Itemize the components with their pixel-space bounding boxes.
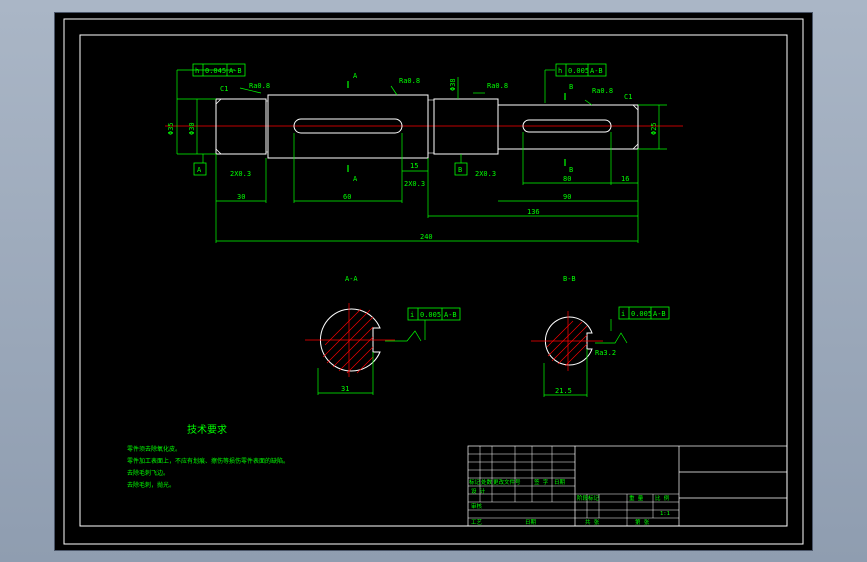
- diam-left-inner: Φ30: [188, 122, 196, 135]
- tb-weight: 重 量: [629, 494, 644, 502]
- note-line-2: 零件加工表面上，不应有划痕、擦伤等损伤零件表面的缺陷。: [127, 457, 289, 465]
- section-a-width: 31: [341, 385, 349, 393]
- chamfer-left-label: C1: [220, 85, 228, 93]
- shaft-step-left: [215, 98, 267, 155]
- section-b-view: B-B 21.5 Ra3.2 i 0.005 A-B: [531, 275, 666, 397]
- notes-title: 技术要求: [187, 423, 227, 436]
- section-b-tol-value: 0.005: [631, 310, 652, 318]
- roughness-label-3: Ra0.8: [487, 82, 508, 90]
- tb-craft: 工艺: [471, 519, 483, 526]
- tb-header-sign: 签 字: [534, 478, 549, 486]
- technical-notes: 技术要求 零件须去除氧化皮。 零件加工表面上，不应有划痕、擦伤等损伤零件表面的缺…: [127, 423, 289, 489]
- note-line-4: 去除毛刺，抛光。: [127, 481, 175, 489]
- tb-scale-label: 比 例: [655, 494, 670, 502]
- dim-80: 80: [563, 175, 571, 183]
- note-line-3: 去除毛刺飞边。: [127, 469, 169, 477]
- tb-total: 共 张: [585, 518, 600, 526]
- shaft-step-right: [497, 104, 639, 150]
- sheet-border: [63, 18, 804, 545]
- section-b-roughness: Ra3.2: [595, 349, 616, 357]
- drawing-frame: [79, 34, 788, 527]
- tb-designer: 设 计: [471, 487, 486, 495]
- datum-a-label: A: [197, 166, 202, 174]
- section-a-tol-value: 0.005: [420, 311, 441, 319]
- undercut-mid-label: 2X0.3: [404, 180, 425, 188]
- tol-left-value: 0.045: [205, 67, 226, 75]
- chamfer-right-label: C1: [624, 93, 632, 101]
- dimension-lines: [176, 69, 667, 243]
- title-block-text: 标记 处数 更改文件号 签 字 日期 设 计 阶段标记 重 量 比 例 1:1 …: [469, 478, 670, 526]
- tb-header-file: 更改文件号: [493, 478, 521, 486]
- section-b-top: B: [569, 83, 573, 91]
- tb-header-mark: 标记: [469, 478, 481, 486]
- dim-90: 90: [563, 193, 571, 201]
- tol-right-symbol: h: [558, 67, 562, 75]
- tb-sheet: 第 张: [635, 518, 650, 526]
- section-cut-marks: [347, 81, 566, 172]
- shaft-step-bearing: [433, 98, 499, 155]
- tol-right-value: 0.005: [568, 67, 589, 75]
- keyway-right: [522, 119, 612, 133]
- keyway-left: [293, 118, 403, 134]
- tb-header-count: 处数: [481, 478, 493, 486]
- section-b-tol-symbol: i: [621, 310, 625, 318]
- diam-left-outer: Φ35: [167, 122, 175, 135]
- drawing-canvas: h 0.045 A-B h 0.005 A-B Ra0.8 Ra0.8 Ra0.…: [63, 18, 804, 545]
- undercut-left-label: 2X0.3: [230, 170, 251, 178]
- cad-viewport[interactable]: h 0.045 A-B h 0.005 A-B Ra0.8 Ra0.8 Ra0.…: [55, 13, 812, 550]
- dim-136: 136: [527, 208, 540, 216]
- tol-left-datum: A-B: [229, 67, 242, 75]
- section-a-top: A: [353, 72, 358, 80]
- section-a-bottom: A: [353, 175, 358, 183]
- tolerance-frames: [192, 63, 670, 321]
- diam-mid: Φ38: [449, 78, 457, 91]
- dim-total: 240: [420, 233, 433, 241]
- section-a-view: A-A 31 i 0.005 A-B: [305, 275, 457, 395]
- dim-30: 30: [237, 193, 245, 201]
- undercut-right-label: 2X0.3: [475, 170, 496, 178]
- undercut-mid: [427, 99, 435, 154]
- tb-date-label: 日期: [525, 519, 537, 526]
- section-b-title: B-B: [563, 275, 576, 283]
- tb-header-date: 日期: [554, 479, 566, 486]
- section-b-tol-datum: A-B: [653, 310, 666, 318]
- roughness-label-2: Ra0.8: [399, 77, 420, 85]
- dim-60: 60: [343, 193, 351, 201]
- note-line-1: 零件须去除氧化皮。: [127, 445, 181, 453]
- diam-right: Φ25: [650, 122, 658, 135]
- tol-left-symbol: h: [195, 67, 199, 75]
- section-b-width: 21.5: [555, 387, 572, 395]
- shaft-main-view: [165, 94, 683, 159]
- roughness-label-1: Ra0.8: [249, 82, 270, 90]
- tb-approve: 审核: [471, 502, 483, 510]
- roughness-label-4: Ra0.8: [592, 87, 613, 95]
- tb-scale-value: 1:1: [660, 511, 670, 517]
- title-block: [467, 445, 788, 527]
- hatch-b: [546, 320, 588, 367]
- dimension-labels: h 0.045 A-B h 0.005 A-B Ra0.8 Ra0.8 Ra0.…: [167, 67, 658, 241]
- shaft-step-middle: [267, 94, 429, 159]
- section-a-tol-symbol: i: [410, 311, 414, 319]
- section-a-title: A-A: [345, 275, 358, 283]
- dim-15: 15: [410, 162, 418, 170]
- datum-b-label: B: [458, 166, 462, 174]
- tol-right-datum: A-B: [590, 67, 603, 75]
- tb-stage: 阶段标记: [577, 494, 600, 502]
- section-b-bottom: B: [569, 166, 573, 174]
- section-a-tol-datum: A-B: [444, 311, 457, 319]
- dim-16: 16: [621, 175, 629, 183]
